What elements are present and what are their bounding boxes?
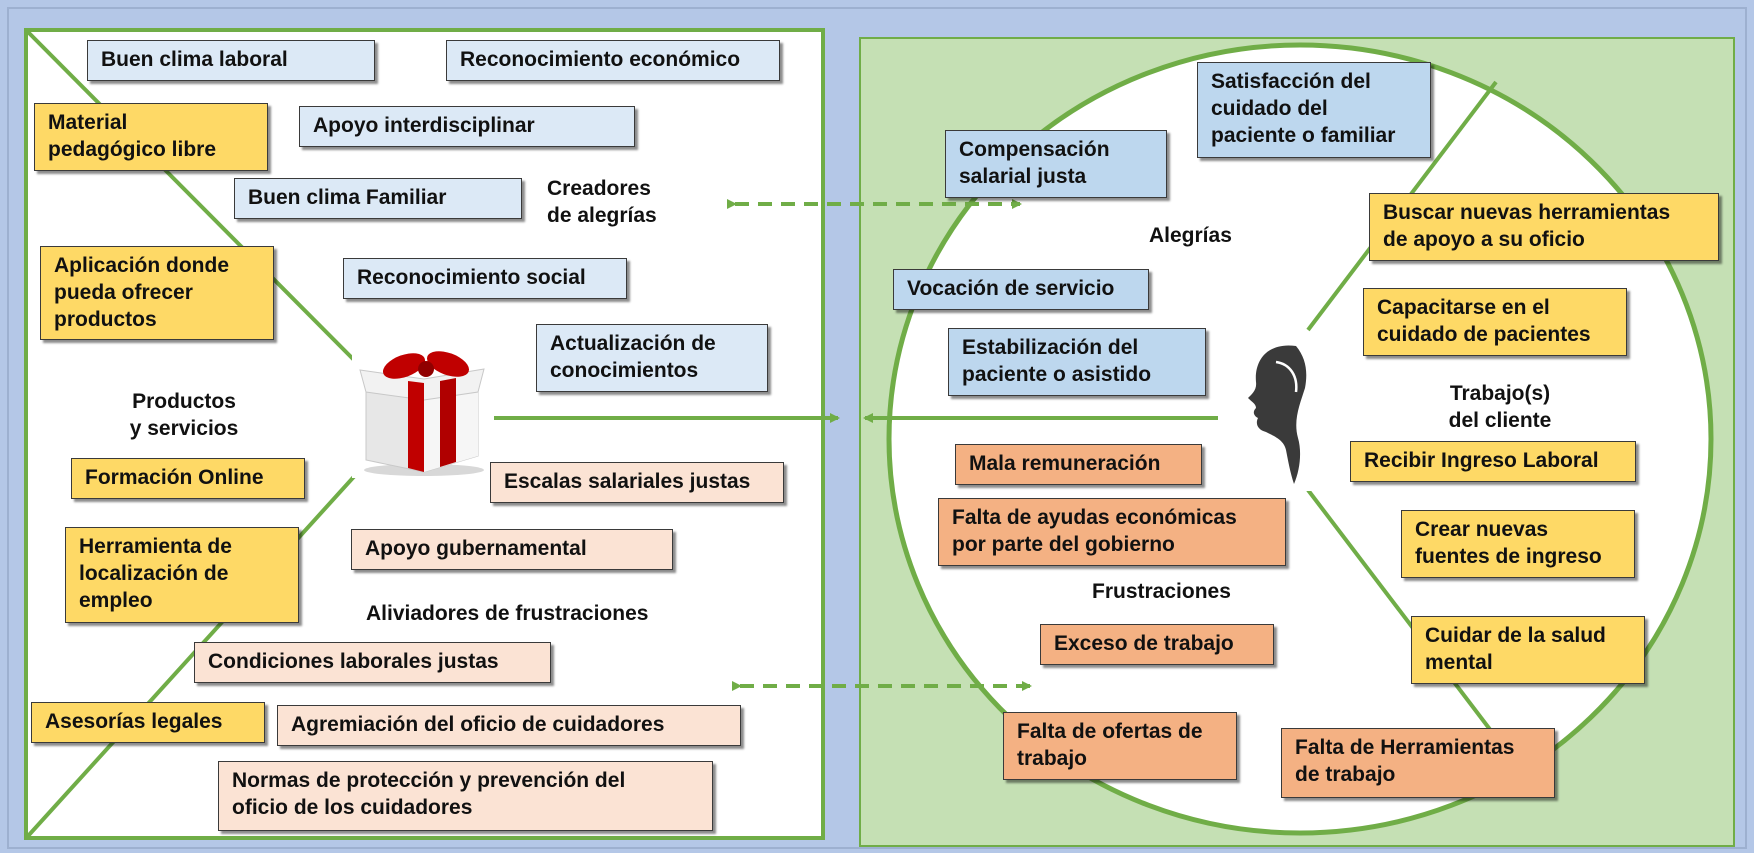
pain-mala-remuneracion: Mala remuneración xyxy=(955,444,1202,485)
job-cuidar-salud: Cuidar de la salud mental xyxy=(1411,616,1645,684)
canvas-frame xyxy=(7,7,1747,849)
pain-reliever-escalas-salariales: Escalas salariales justas xyxy=(490,462,784,503)
value-map-divider-top xyxy=(26,30,364,370)
pain-exceso-trabajo: Exceso de trabajo xyxy=(1040,624,1274,665)
pain-reliever-condiciones-laborales: Condiciones laborales justas xyxy=(194,642,551,683)
products-services-title: Productos y servicios xyxy=(129,390,239,440)
pain-falta-herramientas: Falta de Herramientas de trabajo xyxy=(1281,728,1555,798)
gain-creators-title: Creadores de alegrías xyxy=(547,177,657,227)
pain-reliever-agremiacion: Agremiación del oficio de cuidadores xyxy=(277,705,741,746)
profile-divider-bottom xyxy=(1306,488,1500,742)
jobs-title: Trabajo(s) del cliente xyxy=(1448,382,1552,432)
gains-title: Alegrías xyxy=(1149,224,1232,247)
pain-falta-ofertas: Falta de ofertas de trabajo xyxy=(1003,712,1237,780)
job-recibir-ingreso: Recibir Ingreso Laboral xyxy=(1350,441,1636,482)
pain-reliever-normas-proteccion: Normas de protección y prevención del of… xyxy=(218,761,713,831)
pain-relievers-title: Aliviadores de frustraciones xyxy=(366,602,649,625)
gain-vocacion-servicio: Vocación de servicio xyxy=(893,269,1149,310)
gain-creator-buen-clima-laboral: Buen clima laboral xyxy=(87,40,375,81)
job-buscar-herramientas: Buscar nuevas herramientas de apoyo a su… xyxy=(1369,193,1719,261)
gain-creator-buen-clima-familiar: Buen clima Familiar xyxy=(234,178,522,219)
gain-creator-reconocimiento-social: Reconocimiento social xyxy=(343,258,627,299)
product-material-pedagogico: Material pedagógico libre xyxy=(34,103,268,171)
job-crear-fuentes: Crear nuevas fuentes de ingreso xyxy=(1401,510,1635,578)
gain-estabilizacion-paciente: Estabilización del paciente o asistido xyxy=(948,328,1206,396)
face-profile-icon xyxy=(1232,336,1312,491)
product-aplicacion: Aplicación donde pueda ofrecer productos xyxy=(40,246,274,340)
pains-title: Frustraciones xyxy=(1092,580,1231,603)
gain-satisfaccion-cuidado: Satisfacción del cuidado del paciente o … xyxy=(1197,62,1431,158)
gain-creator-reconocimiento-economico: Reconocimiento económico xyxy=(446,40,780,81)
product-formacion-online: Formación Online xyxy=(71,458,305,499)
product-herramienta-localizacion: Herramienta de localización de empleo xyxy=(65,527,299,623)
gain-compensacion-salarial: Compensación salarial justa xyxy=(945,130,1167,198)
product-asesorias-legales: Asesorías legales xyxy=(31,702,265,743)
gain-creator-apoyo-interdisciplinar: Apoyo interdisciplinar xyxy=(299,106,635,147)
gain-creator-actualizacion-conocimientos: Actualización de conocimientos xyxy=(536,324,768,392)
pain-falta-ayudas: Falta de ayudas económicas por parte del… xyxy=(938,498,1286,566)
job-capacitarse: Capacitarse en el cuidado de pacientes xyxy=(1363,288,1627,356)
gift-box-icon xyxy=(352,346,494,478)
pain-reliever-apoyo-gubernamental: Apoyo gubernamental xyxy=(351,529,673,570)
